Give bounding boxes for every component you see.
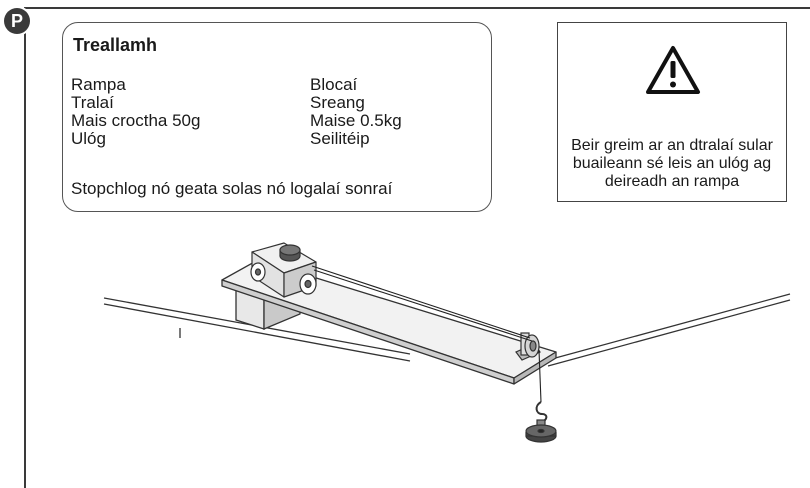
pulley	[515, 332, 541, 361]
warning-text: Beir greim ar an dtralaí sular buaileann…	[571, 137, 773, 190]
warning-triangle-icon	[646, 46, 700, 94]
equipment-list-right: Blocaí Sreang Maise 0.5kg Seilitéip	[310, 76, 402, 148]
equipment-list-left: Rampa Tralaí Mais croctha 50g Ulóg	[71, 76, 200, 148]
equipment-item: Rampa	[71, 75, 126, 94]
safety-warning-box: Beir greim ar an dtralaí sular buaileann…	[557, 22, 787, 202]
page-frame	[24, 7, 810, 488]
trolley	[250, 242, 317, 298]
equipment-item: Blocaí	[310, 75, 358, 94]
equipment-item: Ulóg	[71, 129, 106, 148]
equipment-item: Seilitéip	[310, 129, 370, 148]
equipment-item: Tralaí	[71, 93, 114, 112]
equipment-item: Maise 0.5kg	[310, 111, 402, 130]
equipment-item: Mais croctha 50g	[71, 111, 201, 130]
timing-note: Stopchlog nó geata solas nó logalaí sonr…	[71, 179, 393, 198]
equipment-item: Sreang	[310, 93, 365, 112]
table-surface	[103, 293, 791, 367]
section-badge: P	[4, 8, 30, 34]
string	[311, 265, 542, 403]
hanging-mass	[525, 401, 557, 443]
equipment-box: Treallamh Rampa Tralaí Mais croctha 50g …	[62, 22, 492, 212]
equipment-title: Treallamh	[73, 35, 158, 55]
